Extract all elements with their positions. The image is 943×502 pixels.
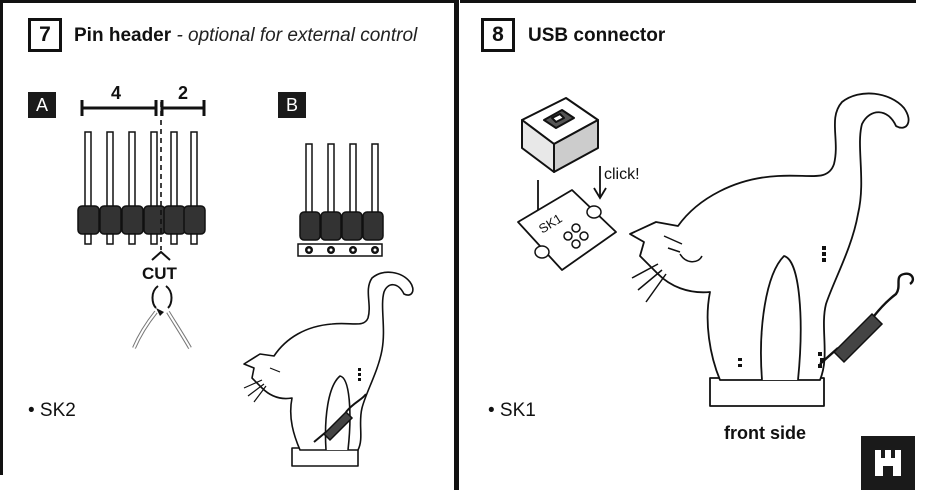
dimension-left-label: 4 [111, 83, 122, 103]
pin-header-on-board-icon [297, 143, 384, 257]
left-border [0, 0, 3, 475]
step-title: USB connector [528, 25, 666, 46]
cut-label: CUT [142, 264, 177, 283]
step-subtitle: - optional for external control [176, 25, 418, 46]
step-number-badge: 8 [481, 18, 515, 52]
panel-divider [454, 0, 459, 490]
step-8-panel: 8 USB connector click [460, 0, 943, 502]
soldering-iron-icon [313, 393, 367, 443]
click-label: click! [604, 166, 640, 183]
step-7-panel: 7 Pin header - optional for external con… [0, 0, 456, 502]
top-border-right [460, 0, 916, 3]
top-border-left [0, 0, 456, 3]
step-title: Pin header - optional for external contr… [74, 25, 417, 47]
usb-connector-icon [517, 97, 617, 271]
pin-header-icon [77, 100, 206, 261]
dimension-right-label: 2 [178, 83, 189, 103]
variant-a-label: A [28, 92, 56, 118]
step-title-text: Pin header [74, 25, 172, 46]
side-cutter-icon [132, 285, 192, 349]
step-8-bullet: • SK1 [488, 400, 536, 421]
step-number-badge: 7 [28, 18, 62, 52]
variant-b-label: B [278, 92, 306, 118]
step-7-bullet: • SK2 [28, 400, 76, 421]
front-side-caption: front side [724, 423, 807, 443]
soldering-iron-icon [819, 272, 915, 365]
brand-logo-icon [861, 436, 915, 490]
cat-board-icon [629, 92, 910, 407]
